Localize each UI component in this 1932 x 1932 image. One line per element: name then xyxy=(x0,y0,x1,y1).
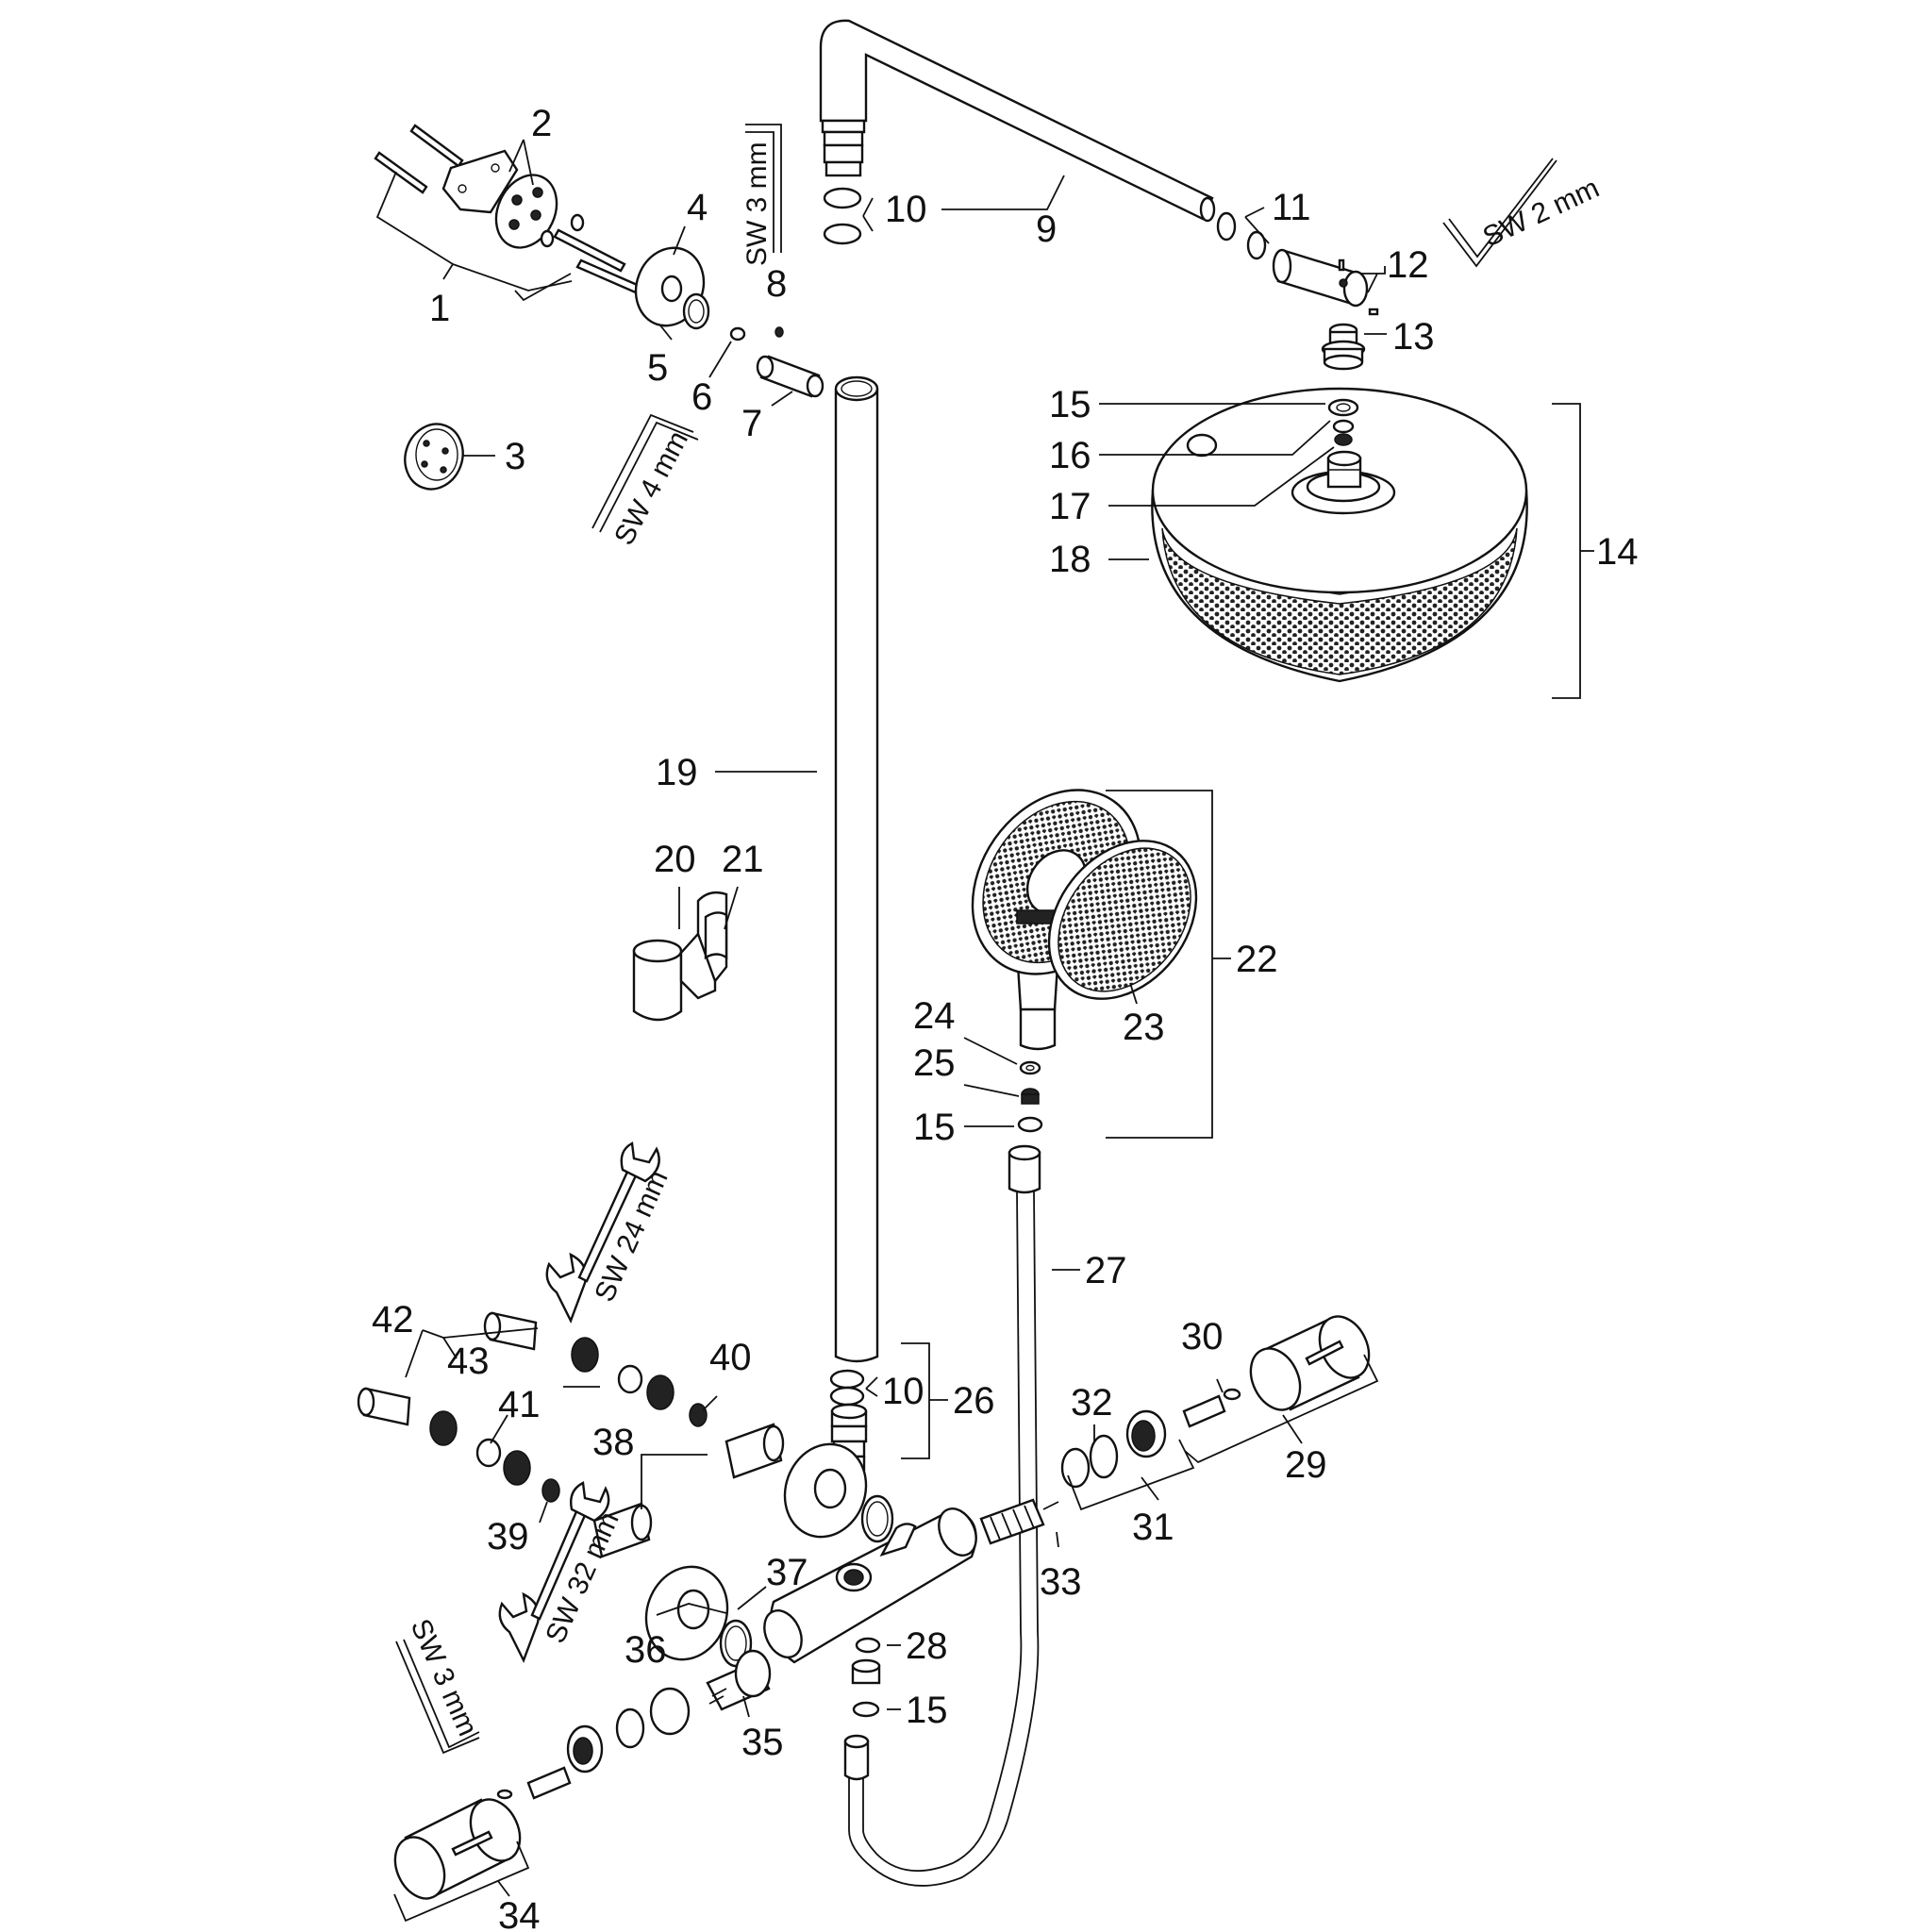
escutcheon-part-36 xyxy=(644,1442,894,1668)
label-5: 5 xyxy=(647,347,668,389)
label-33: 33 xyxy=(1040,1561,1082,1603)
shower-arm-part-9 xyxy=(819,19,1216,223)
wall-plate-part-2 xyxy=(441,149,558,249)
label-19: 19 xyxy=(656,752,698,793)
label-11: 11 xyxy=(1272,187,1311,228)
wall-mount-group xyxy=(374,124,824,491)
label-40: 40 xyxy=(709,1337,752,1378)
label-1: 1 xyxy=(429,288,450,329)
ball-joint-part-12 xyxy=(1272,248,1379,316)
tool-label-sw4: SW 4 mm xyxy=(608,426,694,551)
nut-part-43 xyxy=(429,1337,599,1446)
label-17: 17 xyxy=(1049,486,1091,527)
label-14: 14 xyxy=(1596,531,1639,573)
label-26: 26 xyxy=(953,1380,995,1422)
o-rings-part-10-top xyxy=(823,187,862,245)
label-18: 18 xyxy=(1049,539,1091,580)
washers-24-25-15 xyxy=(1017,1060,1043,1133)
label-3: 3 xyxy=(505,436,525,477)
label-10-top: 10 xyxy=(885,189,927,230)
allen-key-icon xyxy=(591,413,699,533)
label-39: 39 xyxy=(487,1516,529,1557)
allen-key-icon xyxy=(745,124,782,253)
label-16: 16 xyxy=(1049,435,1091,476)
label-8: 8 xyxy=(766,263,787,305)
ring-part-32-31 xyxy=(1060,1409,1167,1489)
connector-part-13 xyxy=(1321,323,1366,371)
label-27: 27 xyxy=(1085,1250,1127,1291)
label-20: 20 xyxy=(654,839,696,880)
label-24: 24 xyxy=(913,995,956,1037)
cartridge-part-33 xyxy=(979,1498,1059,1545)
label-2: 2 xyxy=(531,103,552,144)
open-end-wrench-icon xyxy=(545,1141,660,1324)
label-41: 41 xyxy=(498,1384,541,1425)
allen-key-icon xyxy=(1442,158,1557,268)
tool-label-sw3-bottom: SW 3 mm xyxy=(405,1614,484,1740)
thermostat-body xyxy=(763,1507,977,1664)
label-23: 23 xyxy=(1123,1007,1165,1048)
label-32: 32 xyxy=(1071,1382,1113,1424)
shower-head-connector-17 xyxy=(1326,450,1362,489)
label-37: 37 xyxy=(766,1552,808,1593)
tool-label-sw3-top: SW 3 mm xyxy=(741,142,773,266)
label-38: 38 xyxy=(592,1422,635,1463)
cartridge-part-35 xyxy=(566,1649,772,1774)
label-30: 30 xyxy=(1181,1316,1224,1357)
label-36: 36 xyxy=(625,1629,667,1671)
handle-part-34 xyxy=(393,1766,572,1900)
label-15-head: 15 xyxy=(1049,384,1091,425)
label-34: 34 xyxy=(498,1895,541,1932)
part-labels: 1 2 3 4 5 6 7 8 9 10 11 12 13 14 15 16 1… xyxy=(372,103,1639,1932)
union-nut-part-38 xyxy=(592,1423,785,1558)
label-13: 13 xyxy=(1392,316,1435,358)
rain-shower-head-part-14 xyxy=(1151,387,1528,683)
label-25: 25 xyxy=(913,1042,956,1084)
leader-lines-top-left xyxy=(375,139,793,457)
label-42: 42 xyxy=(372,1299,414,1341)
hand-shower-holder-part-20-21 xyxy=(632,886,739,1022)
label-9: 9 xyxy=(1036,208,1057,250)
label-28: 28 xyxy=(906,1625,948,1667)
label-21: 21 xyxy=(722,839,764,880)
escutcheon-part-4 xyxy=(634,246,710,330)
leader-lines-hand-shower xyxy=(963,790,1231,1139)
label-15-hand: 15 xyxy=(913,1107,956,1148)
parts-28-15-bottom xyxy=(851,1637,901,1718)
shower-hose-part-27 xyxy=(843,1144,1080,1887)
allen-key-icon xyxy=(395,1639,480,1755)
label-7: 7 xyxy=(741,403,762,444)
screw-part-1 xyxy=(374,124,643,295)
leader-lines-arm xyxy=(862,175,1387,335)
leader-lines-bottom xyxy=(393,1327,1379,1923)
label-4: 4 xyxy=(687,187,708,228)
label-29: 29 xyxy=(1285,1444,1327,1486)
label-31: 31 xyxy=(1132,1507,1174,1548)
sleeve-part-7 xyxy=(756,355,824,398)
label-35: 35 xyxy=(741,1722,784,1763)
cap-part-3 xyxy=(404,423,464,491)
leader-lines-26 xyxy=(865,1342,948,1459)
tool-label-sw2: SW 2 mm xyxy=(1478,173,1604,254)
o-rings-part-10-bottom xyxy=(829,1369,865,1407)
label-10-bottom: 10 xyxy=(882,1371,924,1412)
label-22: 22 xyxy=(1236,939,1278,980)
open-end-wrench-icon xyxy=(498,1481,610,1663)
spray-disc-part-23 xyxy=(1047,840,1198,1000)
washer-15-16 xyxy=(1327,398,1359,446)
o-rings-part-11 xyxy=(1216,211,1267,260)
label-15-bottom: 15 xyxy=(906,1690,948,1731)
riser-pipe-part-19 xyxy=(715,375,879,1363)
label-6: 6 xyxy=(691,376,712,418)
leader-lines-head xyxy=(1099,403,1594,699)
label-43: 43 xyxy=(447,1341,490,1382)
handle-part-29 xyxy=(1182,1315,1371,1428)
washer-filter-41-40-39 xyxy=(475,1364,708,1503)
label-12: 12 xyxy=(1387,244,1429,286)
